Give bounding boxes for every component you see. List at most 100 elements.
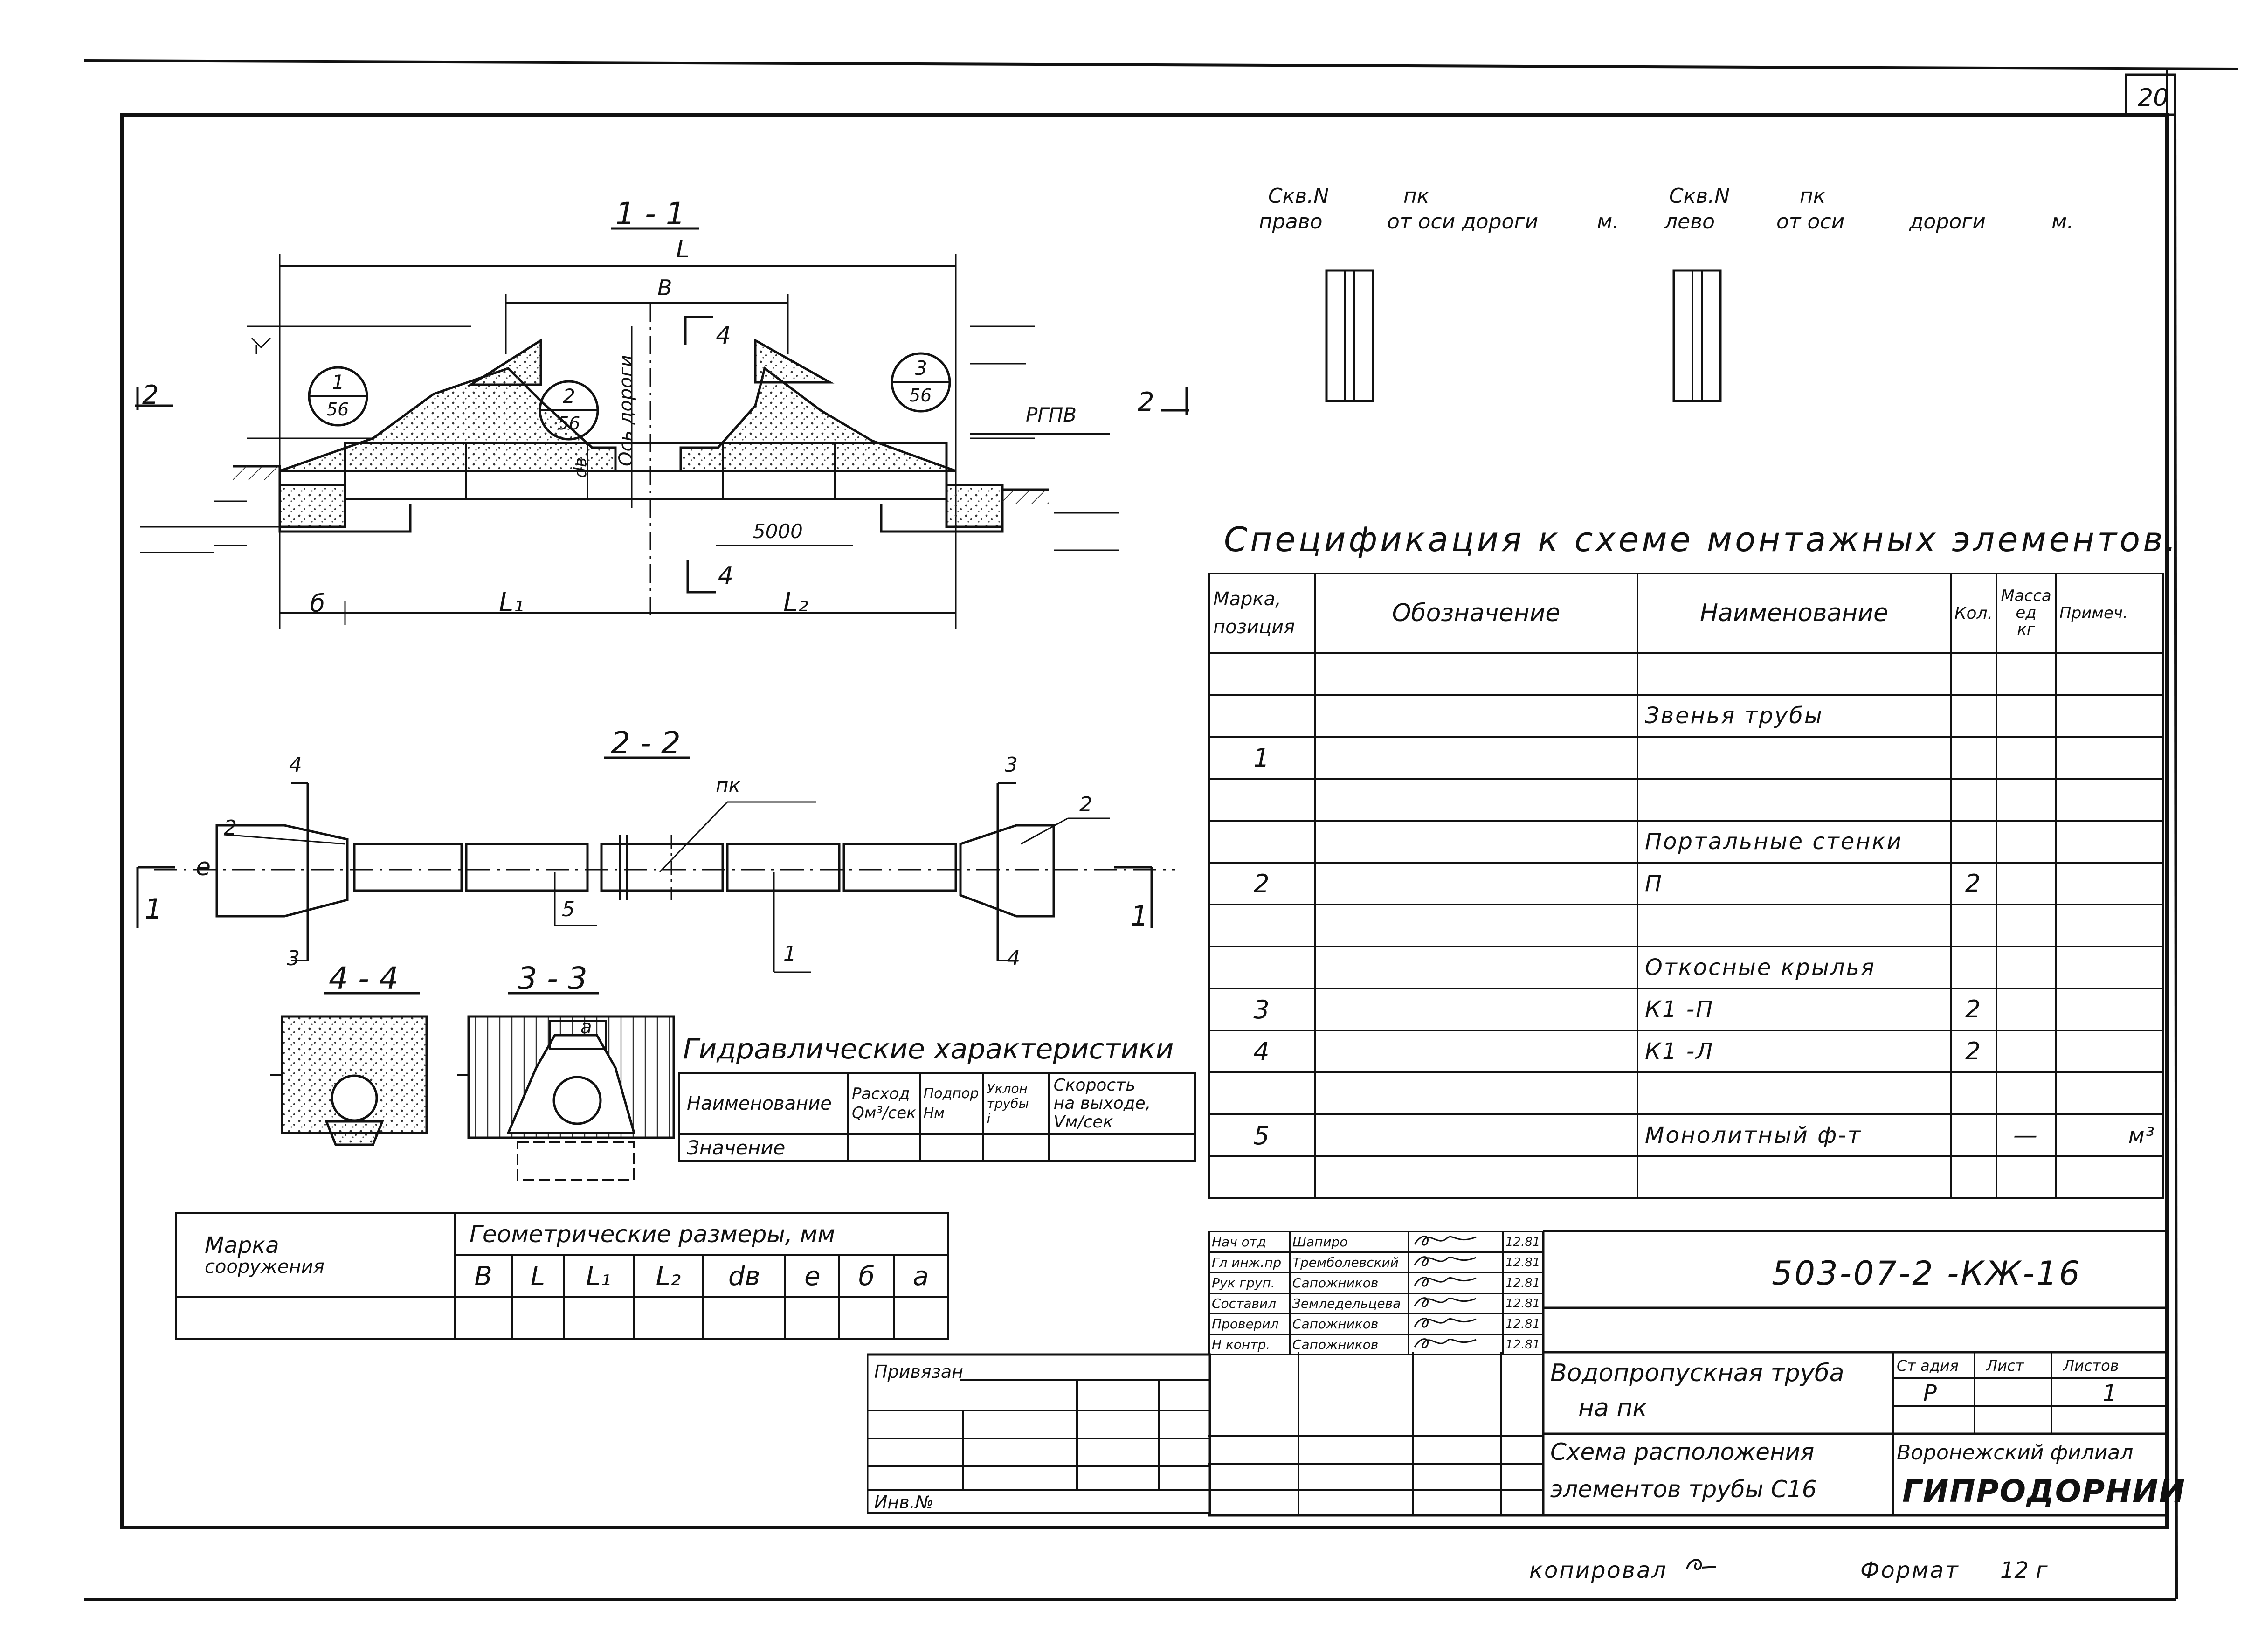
spec-cell-pos [1208, 820, 1316, 864]
spec-cell-mass [1996, 946, 2057, 989]
spec-row: Звенья трубы [1208, 694, 2164, 738]
spec-cell-pos [1208, 1155, 1316, 1199]
section-4-4-and-3-3-drawing [270, 992, 675, 1181]
geometry-mark-line2: сооружения [205, 1256, 325, 1278]
signer-signature [1407, 1231, 1504, 1253]
spec-cell-mass [1996, 736, 2057, 780]
spec-cell-pos: 3 [1208, 988, 1316, 1031]
hyd-cell-speed [1048, 1133, 1196, 1162]
format-label: Формат [1860, 1557, 1960, 1583]
signer-date: 12.81 [1502, 1272, 1544, 1294]
spec-cell-mass [1996, 820, 2057, 864]
spec-header-mark-line1: Марка, [1213, 588, 1281, 610]
spec-cell-qty: 2 [1949, 988, 1998, 1031]
signer-signature [1407, 1251, 1504, 1273]
spec-cell-name [1637, 1071, 1952, 1115]
spec-cell-qty: 2 [1949, 1030, 1998, 1073]
geometry-col: L₁ [562, 1254, 635, 1298]
geometry-col: е [784, 1254, 841, 1298]
plan-label-4-left: 4 [289, 753, 302, 777]
spec-cell-name [1637, 1155, 1952, 1199]
spec-row: Откосные крылья [1208, 946, 2164, 989]
spec-header-designation: Обозначение [1314, 573, 1638, 654]
geometry-title-text: Геометрические размеры, мм [470, 1221, 836, 1248]
signer-date: 12.81 [1502, 1334, 1544, 1355]
spec-cell-designation [1314, 862, 1638, 905]
spec-cell-note [2055, 778, 2164, 822]
section-3-3-title: 3 - 3 [518, 961, 587, 996]
dim-dB-label: dв [571, 457, 590, 478]
plan-label-3-right: 3 [1005, 753, 1018, 777]
well-right-line1: Скв.N [1268, 184, 1329, 208]
copied-by-label: копировал [1529, 1557, 1668, 1583]
spec-cell-pos: 5 [1208, 1113, 1316, 1157]
spec-cell-name [1637, 736, 1952, 780]
spec-cell-qty [1949, 820, 1998, 864]
sheets-label: Листов [2063, 1357, 2119, 1375]
spec-header-name: Наименование [1637, 573, 1952, 654]
spec-cell-qty [1949, 1155, 1998, 1199]
geometry-col: б [838, 1254, 895, 1298]
org-line2: ГИПРОДОРНИИ [1902, 1473, 2186, 1509]
spec-cell-designation [1314, 820, 1638, 864]
signer-signature [1407, 1293, 1504, 1314]
geometry-col: L₂ [632, 1254, 704, 1298]
spec-header-mark-line2: позиция [1213, 616, 1295, 638]
spec-cell-designation [1314, 652, 1638, 696]
signer-name: Тремболевский [1289, 1251, 1409, 1273]
spec-header-mark: Марка, позиция [1208, 573, 1316, 654]
spec-cell-note [2055, 904, 2164, 947]
cut-2-label-left: 2 [142, 380, 159, 410]
spec-cell-mass [1996, 988, 2057, 1031]
signer-name: Сапожников [1289, 1272, 1409, 1294]
geometry-value-cell [838, 1296, 895, 1340]
spec-cell-designation [1314, 736, 1638, 780]
spec-cell-name: Откосные крылья [1637, 946, 1952, 989]
spec-cell-pos [1208, 652, 1316, 696]
plan-label-2-left: 2 [224, 816, 237, 840]
ref-circle-2-bottom: 56 [558, 413, 580, 434]
geometry-value-cell [702, 1296, 787, 1340]
spec-cell-name [1637, 778, 1952, 822]
cut-1-label-right: 1 [1131, 900, 1149, 933]
pk-leader-label: пк [716, 774, 740, 797]
spec-cell-mass [1996, 694, 2057, 738]
format-value: 12 г [2000, 1557, 2048, 1583]
groundwater-label: РГПВ [1026, 403, 1077, 426]
spec-cell-qty [1949, 946, 1998, 989]
spec-header-mass-line2: ед [2016, 603, 2037, 622]
spec-cell-designation [1314, 778, 1638, 822]
spec-cell-pos [1208, 694, 1316, 738]
geometry-value-cell [562, 1296, 635, 1340]
geometry-col: dв [702, 1254, 787, 1298]
dim-b-label: б [310, 590, 325, 618]
spec-cell-qty [1949, 736, 1998, 780]
section-2-2-drawing [136, 756, 1175, 973]
stage-value: Р [1923, 1380, 1937, 1406]
signer-name: Сапожников [1289, 1334, 1409, 1355]
well-left-line1: Скв.N [1669, 184, 1730, 208]
specification-title: Спецификация к схеме монтажных элементов… [1224, 520, 2179, 559]
plan-label-4-right: 4 [1007, 947, 1020, 970]
spec-cell-qty [1949, 652, 1998, 696]
geometry-value-cell [784, 1296, 841, 1340]
geometry-value-cell [175, 1296, 456, 1340]
geometry-col: B [453, 1254, 513, 1298]
spec-cell-mass [1996, 1071, 2057, 1115]
geometry-value-cell [892, 1296, 949, 1340]
well-left-axis-text: от оси [1776, 210, 1845, 234]
spec-cell-qty [1949, 1071, 1998, 1115]
hyd-head-line2: Нм [923, 1105, 945, 1121]
signer-role: Н контр. [1208, 1334, 1291, 1355]
spec-cell-pos: 2 [1208, 862, 1316, 905]
spec-cell-mass [1996, 1030, 2057, 1073]
